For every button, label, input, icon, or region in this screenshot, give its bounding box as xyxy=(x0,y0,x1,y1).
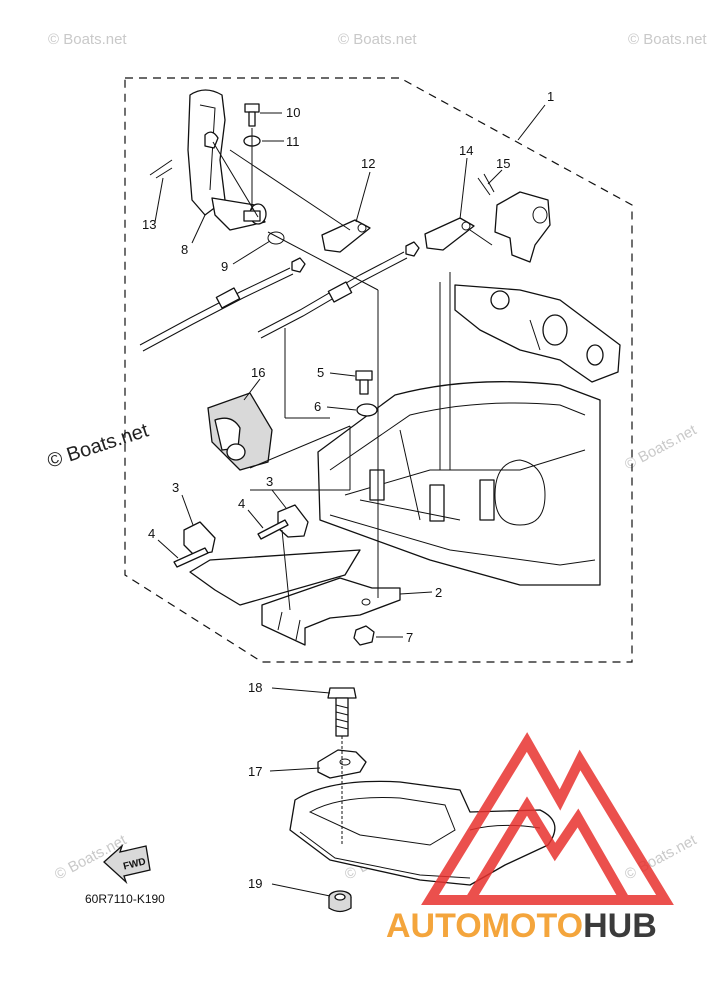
watermark-text: © Boats.net xyxy=(338,31,417,48)
stopper-3-left xyxy=(183,521,216,556)
callout-19: 19 xyxy=(248,876,262,891)
callout-10: 10 xyxy=(286,105,300,120)
callout-13: 13 xyxy=(142,217,156,232)
brand-auto: AUTO xyxy=(386,907,482,945)
callout-4-left: 4 xyxy=(148,526,155,541)
automotohub-logo: AUTOMOTOHUB xyxy=(386,732,674,945)
callout-17: 17 xyxy=(248,764,262,779)
bolt-5 xyxy=(355,370,373,395)
clip-15 xyxy=(477,173,495,196)
cable-holder-16 xyxy=(207,392,273,471)
callout-labels: 1 2 3 3 4 4 5 6 7 8 9 10 11 12 13 14 15 … xyxy=(142,89,554,891)
throttle-lever xyxy=(187,89,267,231)
cable-joint-14 xyxy=(424,217,475,251)
lower-cowling xyxy=(317,381,601,586)
callout-6: 6 xyxy=(314,399,321,414)
pin-4-left xyxy=(173,547,209,568)
watermark-text: © Boats.net xyxy=(628,31,707,48)
callout-5: 5 xyxy=(317,365,324,380)
nut-7 xyxy=(353,625,375,646)
callout-14: 14 xyxy=(459,143,473,158)
shift-linkage xyxy=(439,272,621,470)
callout-18: 18 xyxy=(248,680,262,695)
callout-4-right: 4 xyxy=(238,496,245,511)
callout-2: 2 xyxy=(435,585,442,600)
fwd-label: FWD xyxy=(122,856,147,872)
triangle-logo-icon xyxy=(421,732,674,905)
shift-arm xyxy=(494,191,551,263)
pin-4-right xyxy=(257,519,289,540)
brand-moto: MOTO xyxy=(482,907,583,945)
callout-1: 1 xyxy=(547,89,554,104)
nut xyxy=(291,257,306,273)
fwd-arrow-icon: FWD xyxy=(103,843,151,885)
callout-9: 9 xyxy=(221,259,228,274)
callout-3-left: 3 xyxy=(172,480,179,495)
bracket-2 xyxy=(189,549,401,646)
brand-hub: HUB xyxy=(583,907,657,945)
clip-13 xyxy=(149,159,173,179)
callout-11: 11 xyxy=(286,134,300,149)
grommet-19 xyxy=(328,890,352,913)
callout-12: 12 xyxy=(361,156,375,171)
nut xyxy=(405,241,420,257)
brand-logo: AUTOMOTOHUB xyxy=(386,907,657,945)
leader-lines xyxy=(154,104,546,897)
shift-cable xyxy=(257,251,408,339)
callout-7: 7 xyxy=(406,630,413,645)
bolt-10 xyxy=(244,103,260,127)
watermark-text: © Boats.net xyxy=(48,31,127,48)
diagram-code: 60R7110-K190 xyxy=(85,892,165,906)
guide-lines xyxy=(212,128,493,611)
cable-joint-12 xyxy=(321,219,371,253)
callout-8: 8 xyxy=(181,242,188,257)
washer-6 xyxy=(356,403,378,417)
assembly-boundary xyxy=(124,77,633,663)
callout-15: 15 xyxy=(496,156,510,171)
throttle-cable xyxy=(139,267,294,352)
watermark-text-dark: © Boats.net xyxy=(45,419,152,472)
callout-16: 16 xyxy=(251,365,265,380)
o-ring-9 xyxy=(267,231,285,245)
bolt-18 xyxy=(327,687,357,737)
callout-3-right: 3 xyxy=(266,474,273,489)
watermark-text: © Boats.net xyxy=(622,421,700,473)
